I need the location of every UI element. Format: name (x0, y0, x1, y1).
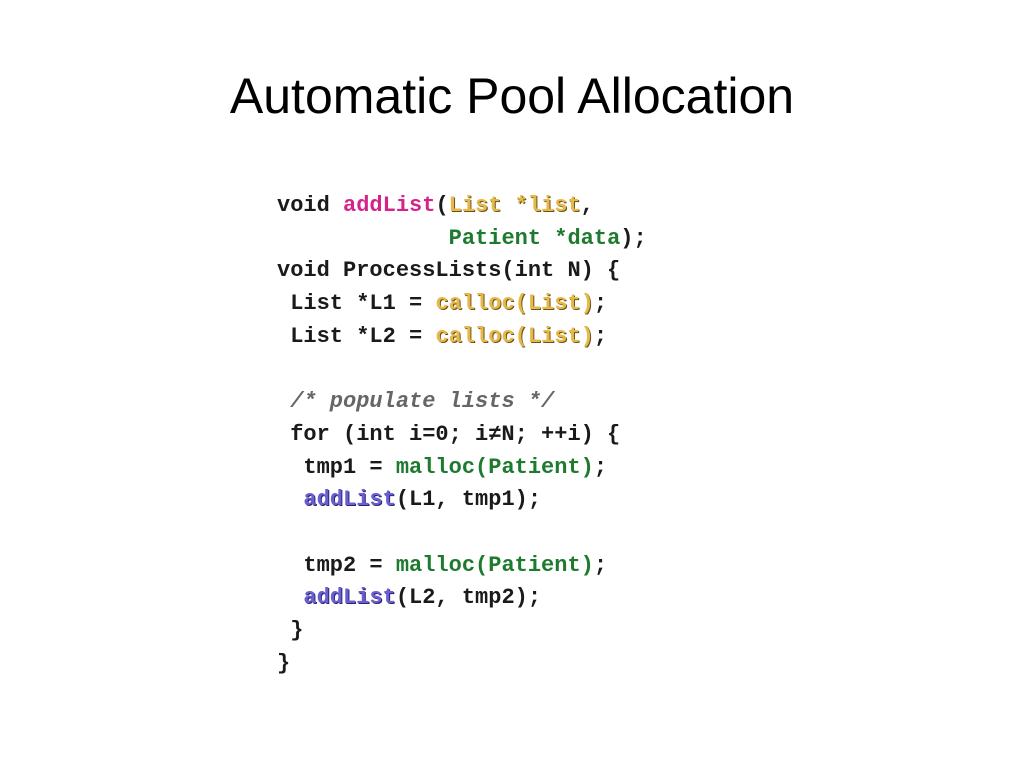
code-token-blue: addList (303, 585, 396, 611)
code-line: } (277, 648, 647, 681)
code-token-plain: List *L1 = (277, 291, 436, 317)
code-token-plain: List *L2 = (277, 323, 436, 349)
code-token-plain: tmp2 = (277, 552, 396, 578)
code-token-plain: ; (593, 323, 608, 349)
code-token-plain: (L1, tmp1); (395, 487, 542, 513)
code-token-gold: List *list (448, 193, 581, 218)
code-token-blue: addList (303, 487, 396, 513)
code-line: List *L1 = calloc(List); (277, 288, 647, 321)
code-line: Patient *data); (277, 223, 647, 256)
slide-title: Automatic Pool Allocation (229, 68, 795, 124)
code-token-green: Patient *data (448, 225, 621, 251)
code-line: } (277, 615, 647, 648)
code-token-plain (277, 487, 303, 512)
code-line: void addList(List *list, (277, 190, 647, 223)
code-token-plain: } (277, 617, 304, 643)
code-token-plain: (L2, tmp2); (395, 585, 542, 611)
code-token-plain: for (int i=0; i≠N; ++i) { (277, 421, 621, 447)
code-token-plain: ; (593, 454, 608, 480)
code-line: /* populate lists */ (277, 386, 647, 419)
code-token-plain: } (277, 650, 291, 676)
code-token-gold: calloc(List) (435, 323, 594, 349)
code-line: List *L2 = calloc(List); (277, 321, 647, 354)
code-token-plain (277, 585, 303, 610)
code-token-plain: void ProcessLists(int N) { (277, 258, 621, 284)
code-token-plain: , (580, 193, 594, 218)
code-token-plain: ; (593, 291, 608, 317)
code-line: tmp1 = malloc(Patient); (277, 452, 647, 485)
code-token-pink: addList (343, 193, 436, 218)
code-line: tmp2 = malloc(Patient); (277, 550, 647, 583)
code-line (277, 517, 647, 550)
code-token-comment: /* populate lists */ (290, 389, 555, 415)
code-token-plain: ); (620, 225, 647, 251)
code-line: for (int i=0; i≠N; ++i) { (277, 419, 647, 452)
code-token-plain (277, 389, 290, 414)
code-token-green: malloc(Patient) (395, 552, 594, 578)
code-line: addList(L1, tmp1); (277, 484, 647, 517)
code-listing: void addList(List *list, Patient *data);… (277, 190, 647, 680)
code-token-plain (277, 226, 449, 251)
code-line: void ProcessLists(int N) { (277, 255, 647, 288)
code-token-green: malloc(Patient) (395, 454, 594, 480)
code-token-plain: void (277, 193, 344, 218)
code-line (277, 353, 647, 386)
code-token-plain: ( (435, 193, 449, 218)
code-token-plain: tmp1 = (277, 454, 396, 480)
code-token-gold: calloc(List) (435, 291, 594, 317)
code-token-plain: ; (593, 552, 608, 578)
code-line: addList(L2, tmp2); (277, 582, 647, 615)
